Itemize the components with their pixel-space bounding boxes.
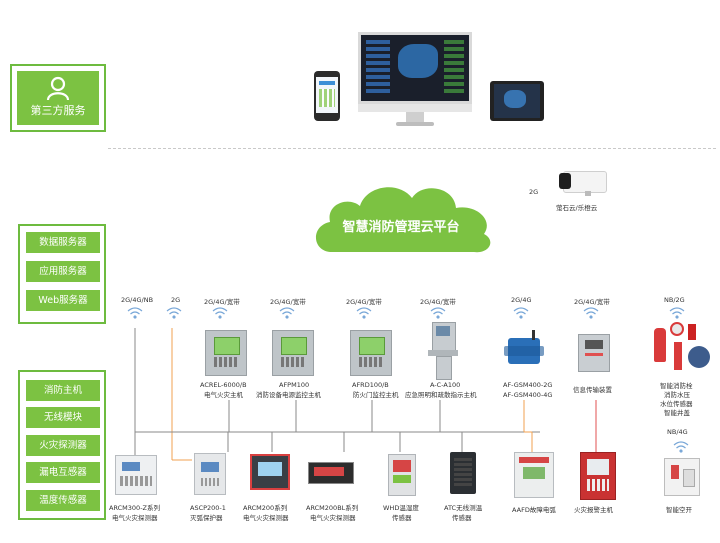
wireless-module-item: 无线模块	[26, 407, 100, 428]
bottom-device-8-name: 火灾报警主机	[574, 506, 613, 514]
atc-wireless-sensor	[450, 452, 476, 494]
fire-alarm-host	[580, 452, 616, 500]
fire-door-monitor-host	[350, 330, 392, 376]
smart-breaker-signal: NB/4G	[667, 428, 688, 436]
arcm300-detector	[115, 455, 157, 495]
top-device-4-name: 消防设备电源监控主机	[256, 391, 321, 399]
leakage-transformer-item: 漏电互感器	[26, 462, 100, 483]
top-device-9-line3: 水位传感器	[660, 400, 693, 408]
bottom-device-1-model: ARCM300-Z系列	[109, 504, 160, 512]
wifi-icon	[279, 307, 295, 319]
emergency-lighting-host	[428, 322, 458, 380]
top-device-4-model: AFPM100	[279, 381, 310, 389]
wifi-icon	[166, 307, 182, 319]
signal-label-3: 2G/4G/宽带	[204, 298, 240, 306]
bottom-device-6-model: ATC无线测温	[444, 504, 483, 512]
app-server-item: 应用服务器	[26, 261, 100, 282]
arcm200bl-detector	[308, 462, 354, 484]
data-server-item: 数据服务器	[26, 232, 100, 253]
fire-detector-item: 火灾探测器	[26, 435, 100, 456]
monitor-terminal	[358, 32, 472, 130]
bottom-device-6-name: 传感器	[452, 514, 472, 522]
bottom-device-4-model: ARCM200BL系列	[306, 504, 359, 512]
signal-label-6: 2G/4G/宽带	[420, 298, 456, 306]
signal-label-2: 2G	[171, 296, 181, 304]
top-device-7-model-2g: AF-GSM400-2G	[503, 381, 553, 389]
phone-terminal	[314, 71, 340, 121]
wifi-icon	[673, 441, 689, 453]
top-device-5-model: AFRD100/B	[352, 381, 389, 389]
bottom-device-5-name: 传感器	[392, 514, 412, 522]
field-device-panel: 消防主机 无线模块 火灾探测器 漏电互感器 温度传感器	[18, 370, 106, 520]
camera-device	[559, 171, 607, 196]
tablet-terminal	[490, 81, 544, 121]
cloud-shape	[315, 187, 491, 253]
bottom-device-4-name: 电气火灾探测器	[310, 514, 356, 522]
top-device-7-model-4g: AF-GSM400-4G	[503, 391, 553, 399]
signal-label-7: 2G/4G	[511, 296, 532, 304]
bottom-device-3-name: 电气火灾探测器	[243, 514, 289, 522]
top-device-6-name: 应急照明和疏散指示主机	[405, 391, 477, 399]
web-server-item: Web服务器	[26, 290, 100, 311]
wifi-icon	[356, 307, 372, 319]
bottom-device-3-model: ARCM200系列	[243, 504, 288, 512]
bottom-device-1-name: 电气火灾探测器	[112, 514, 158, 522]
info-transmission-device	[578, 334, 610, 372]
camera-signal: 2G	[529, 188, 539, 196]
wifi-icon	[127, 307, 143, 319]
wifi-icon	[583, 307, 599, 319]
smart-hydrant-group	[652, 320, 712, 376]
third-party-service-panel: 第三方服务	[17, 71, 99, 125]
top-device-9-line4: 智能井盖	[664, 409, 690, 417]
bottom-device-7-name: AAFD故障电弧	[512, 506, 556, 514]
aafd-arc-detector	[514, 452, 554, 498]
smart-air-breaker	[664, 458, 700, 496]
top-device-8-name: 信息传输装置	[573, 386, 612, 394]
third-party-service-label: 第三方服务	[30, 104, 86, 117]
bottom-device-2-model: ASCP200-1	[190, 504, 226, 512]
fire-power-monitor-host	[272, 330, 314, 376]
signal-label-4: 2G/4G/宽带	[270, 298, 306, 306]
top-device-3-model: ACREL-6000/B	[200, 381, 247, 389]
user-icon	[46, 76, 70, 101]
signal-label-5: 2G/4G/宽带	[346, 298, 382, 306]
arcm200-detector	[250, 454, 290, 490]
signal-label-1: 2G/4G/NB	[121, 296, 154, 304]
server-panel: 数据服务器 应用服务器 Web服务器	[18, 224, 106, 324]
top-device-3-name: 电气火灾主机	[204, 391, 243, 399]
signal-label-8: 2G/4G/宽带	[574, 298, 610, 306]
bottom-device-2-name: 灭弧保护器	[190, 514, 223, 522]
fire-host-item: 消防主机	[26, 380, 100, 401]
wifi-icon	[669, 307, 685, 319]
gsm-module	[504, 330, 544, 364]
signal-label-9: NB/2G	[664, 296, 685, 304]
wifi-icon	[212, 307, 228, 319]
temperature-sensor-item: 温度传感器	[26, 490, 100, 511]
electrical-fire-host	[205, 330, 247, 376]
wifi-icon	[513, 307, 529, 319]
top-device-9-line1: 智能消防栓	[660, 382, 693, 390]
wifi-icon	[430, 307, 446, 319]
separator-line	[108, 148, 716, 149]
bottom-device-9-name: 智能空开	[666, 506, 692, 514]
cloud-platform-label: 智慧消防管理云平台	[342, 220, 460, 235]
whd-humidity-sensor	[388, 454, 416, 496]
top-device-5-name: 防火门监控主机	[353, 391, 399, 399]
third-party-service-box: 第三方服务	[10, 64, 106, 132]
camera-label: 萤石云/乐橙云	[556, 204, 598, 212]
top-device-9-line2: 消防水压	[664, 391, 690, 399]
bottom-device-5-model: WHD温湿度	[383, 504, 419, 512]
ascp200-arc-protector	[194, 453, 226, 495]
top-device-6-model: A-C-A100	[430, 381, 461, 389]
